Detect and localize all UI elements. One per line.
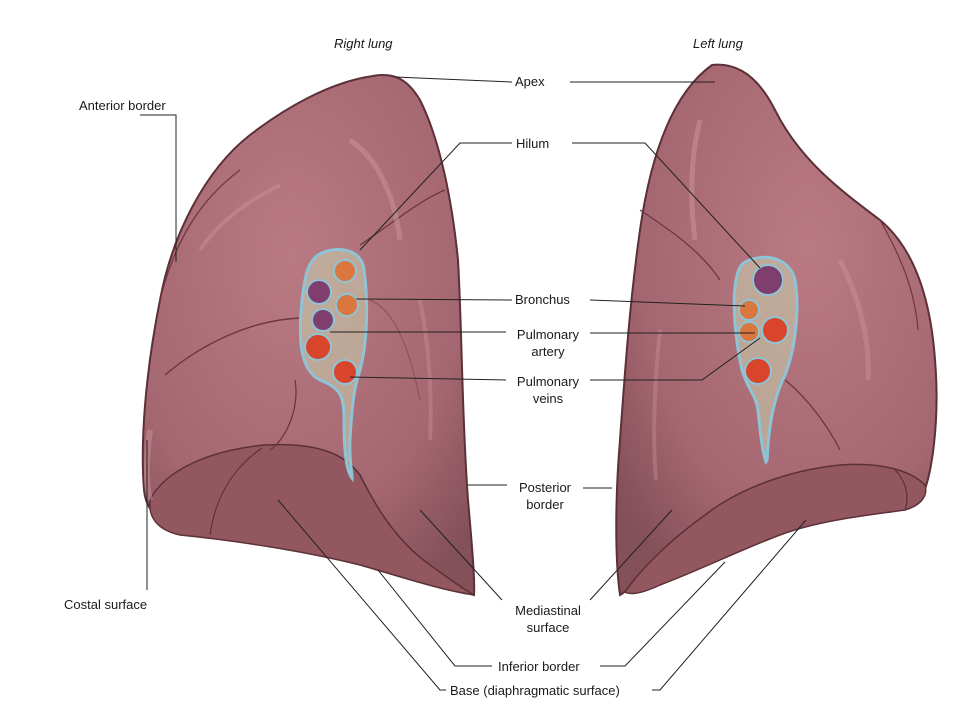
leader-mediastinal-left bbox=[589, 509, 673, 601]
label-base: Base (diaphragmatic surface) bbox=[447, 682, 623, 699]
label-hilum: Hilum bbox=[513, 135, 553, 152]
label-pulmonary-artery-line1: Pulmonary bbox=[516, 327, 580, 342]
leader-hilum-right bbox=[359, 142, 512, 251]
label-posterior-border-line1: Posterior bbox=[518, 480, 572, 495]
right-hilum bbox=[298, 248, 369, 483]
leader-base-left bbox=[652, 519, 807, 691]
label-posterior-border-line2: border bbox=[526, 497, 564, 512]
left-lung bbox=[615, 63, 938, 597]
leader-inferior-left bbox=[600, 561, 726, 667]
label-posterior-border: Posterior border bbox=[507, 479, 583, 513]
label-pulmonary-artery: Pulmonary artery bbox=[506, 326, 590, 360]
leader-veins-left bbox=[590, 337, 761, 381]
right-lung-base bbox=[149, 443, 475, 596]
right-artery-upper bbox=[306, 279, 332, 305]
leader-base-right bbox=[277, 499, 446, 691]
label-bronchus: Bronchus bbox=[512, 291, 573, 308]
left-vein-lower bbox=[744, 357, 772, 385]
label-pulmonary-veins-line2: veins bbox=[532, 391, 564, 406]
leader-bronchus-left bbox=[589, 299, 746, 307]
leader-inferior-right bbox=[377, 569, 492, 667]
title-right-lung: Right lung bbox=[334, 36, 393, 51]
label-mediastinal-surface-line2: surface bbox=[526, 620, 570, 635]
right-lung bbox=[141, 74, 476, 597]
right-artery-lower bbox=[311, 308, 335, 332]
left-hilum bbox=[732, 255, 799, 465]
label-mediastinal-surface: Mediastinal surface bbox=[500, 602, 596, 636]
right-bronchus-upper bbox=[333, 259, 357, 283]
label-pulmonary-veins: Pulmonary veins bbox=[506, 373, 590, 407]
leader-lines bbox=[140, 76, 807, 691]
right-vein-upper bbox=[304, 333, 332, 361]
label-mediastinal-surface-line1: Mediastinal bbox=[515, 603, 581, 618]
label-costal-surface: Costal surface bbox=[64, 597, 148, 612]
left-vein-upper bbox=[761, 316, 789, 344]
left-bronchus-lower bbox=[738, 321, 760, 343]
leader-hilum-left bbox=[572, 142, 761, 269]
leader-mediastinal-right bbox=[419, 509, 503, 601]
label-anterior-border: Anterior border bbox=[79, 98, 166, 113]
right-vein-lower bbox=[332, 359, 358, 385]
left-bronchus-upper bbox=[738, 299, 760, 321]
leader-anterior-border bbox=[140, 114, 177, 262]
label-pulmonary-artery-line2: artery bbox=[531, 344, 565, 359]
left-artery bbox=[752, 264, 784, 296]
right-bronchus-main bbox=[335, 293, 359, 317]
left-lung-base bbox=[623, 463, 927, 595]
label-apex: Apex bbox=[512, 73, 548, 90]
leader-bronchus-right bbox=[355, 298, 513, 301]
leader-apex-right bbox=[394, 76, 513, 83]
leader-veins-right bbox=[349, 376, 509, 381]
label-inferior-border: Inferior border bbox=[495, 658, 583, 675]
label-pulmonary-veins-line1: Pulmonary bbox=[516, 374, 580, 389]
title-left-lung: Left lung bbox=[693, 36, 743, 51]
